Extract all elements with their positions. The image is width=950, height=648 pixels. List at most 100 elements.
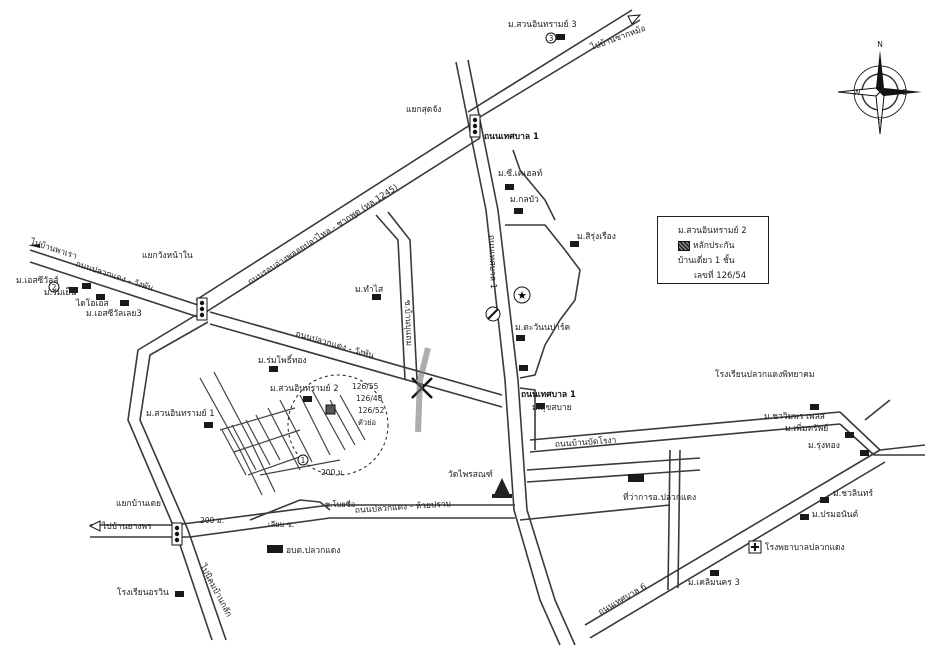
place-label: ม.สุขสบาย [532, 403, 572, 413]
road-label-huaiprap: ถนนปลวกแดง - ห้วยปราบ [354, 498, 451, 516]
plot-number-1: 126/55 [352, 382, 379, 391]
distance-label-1: 200 ม. [200, 516, 224, 525]
legend-house-type: บ้านเดี่ยว 1 ชั้น [678, 256, 735, 266]
road-soi-boisue [249, 499, 331, 521]
road-wangphan-east-south [209, 323, 503, 408]
road-east-branch-a [839, 411, 926, 451]
svg-text:2: 2 [52, 283, 57, 292]
road-bubuthaem-right [387, 211, 418, 381]
police-icon: ★ [513, 286, 531, 304]
marker-1: 1 [297, 454, 309, 466]
place-label: ม.ชวลินทร์ [833, 488, 873, 499]
collateral-swatch-icon [678, 240, 690, 251]
place-label: ม.สิรุ่งเรือง [577, 231, 616, 242]
place-label: อบต.ปลวกแดง [286, 546, 340, 556]
road-huaiprap-north [90, 504, 515, 526]
place-label: วัดไพรสณฑ์ [448, 469, 493, 480]
traffic-light-icon [469, 114, 481, 138]
legend-box: ม.สวนอินทรามย์ 2 หลักประกัน บ้านเดี่ยว 1… [657, 216, 769, 284]
place-label: ม.รุ่งทอง [808, 441, 840, 451]
road-west-ns-left [127, 314, 213, 641]
road-huaiprap-south [90, 517, 515, 538]
compass-rose-icon: N S E W [837, 40, 922, 135]
road-batroga-north [529, 411, 841, 441]
traffic-light-icon [196, 297, 208, 321]
road-to-chak-mo-north [467, 9, 633, 113]
road-thesaban6-north [584, 449, 881, 626]
arrow-icon [88, 520, 101, 532]
road-wangphan-east-north [209, 311, 503, 396]
plot-number-2: 126/48 [356, 394, 383, 403]
hospital-icon [748, 540, 762, 554]
arrow-icon [627, 14, 642, 25]
place-label: โรงเรียนอรวิน [117, 587, 169, 598]
road-label-batroga: ถนนบ้านบัดโรงา [554, 435, 616, 450]
place-label: ม.สวนอินทรามย์ 1 [146, 408, 215, 419]
road-east-spur [864, 399, 891, 421]
temple-icon [492, 478, 512, 498]
road-west-ns-right [139, 321, 227, 641]
place-label: ม.ตะวันนปาร์ค [515, 322, 570, 333]
marker-3: 3 [545, 32, 557, 44]
road-thesaban6-south [589, 461, 886, 639]
road-label-thesaban1-top: ถนนเทศบาล 1 [484, 132, 539, 142]
place-label: ที่ว่าการอ.ปลวกแดง [623, 491, 696, 503]
road-thesaban1-lower [519, 387, 536, 450]
radius-circle [287, 374, 389, 476]
road-1245-south [205, 137, 481, 313]
svg-text:1: 1 [301, 456, 306, 465]
place-labels: ม.สวนอินทรามย์ 3 ม.ซี.เคเฮลท์ ม.กลบัว ม.… [16, 19, 873, 598]
road-bubuthaem-left [375, 214, 406, 381]
plot-number-3: 126/52 [358, 406, 385, 415]
subject-plot-marker [325, 404, 336, 415]
gas-station-icon [485, 306, 501, 322]
direction-label-chakmo: ไปบ้านชากหม้อ [588, 23, 647, 53]
road-vertical-east [667, 449, 671, 591]
road-label-thesaban6: ถนนเทศบาล 6 [597, 582, 649, 618]
svg-text:E: E [903, 88, 908, 97]
place-label: โรงพยาบาลปลวกแดง [765, 542, 845, 553]
svg-text:★: ★ [517, 289, 527, 302]
road-network [29, 9, 926, 646]
place-label: ม.ร่มเย็น [44, 286, 76, 298]
junction-label-2: แยกวังหน้าใน [142, 250, 193, 261]
road-loop-east [505, 224, 581, 379]
road-cross-3 [519, 504, 671, 521]
direction-label-yangphon: ไปบ้านยางพร [101, 521, 152, 532]
place-label: ม.เคลิมนคร 3 [688, 578, 740, 588]
place-label: ม.กลบัว [510, 195, 539, 205]
road-label-soi: เลียบ ซ. [268, 520, 294, 529]
svg-text:N: N [877, 40, 883, 49]
road-thesaban-1-east-edge [467, 59, 576, 646]
place-label: ม.เอสซีวัลเลย3 [86, 308, 142, 319]
road-wangphan-west-north [29, 249, 199, 306]
place-label: ไดโอเอส [75, 298, 109, 309]
place-label: ม.ร่มโพธิ์ทอง [258, 354, 307, 366]
place-label: ม.ทำไส [355, 284, 384, 295]
place-label: ม.เพิ่มทรัพย์ [785, 422, 828, 434]
road-thesaban-1-west-edge [455, 61, 561, 646]
road-cross-1 [526, 457, 701, 471]
distance-label-2: 200 ม. [321, 468, 345, 477]
legend-item-label: หลักประกัน [693, 241, 735, 251]
place-label: ม.ชาวิมพร เพลส [764, 412, 826, 422]
road-loop-inner [512, 149, 556, 221]
place-label: ม.ปรมอนันต์ [812, 509, 858, 520]
road-label-thesaban1-mid: ถนนเทศบาล 1 [486, 235, 498, 289]
place-label: ม.สวนอินทรามย์ 3 [508, 19, 577, 30]
road-label-bubuthaem: ซ.บ้านบุแถม [402, 300, 415, 346]
road-label-1245: ถนนรอบอ่างพลอยปลาไหล - ชากพุด (ทล.1245) [246, 182, 400, 288]
place-label: ม.สวนอินทรามย์ 2 [270, 383, 339, 394]
road-cross-2 [526, 469, 701, 483]
road-1245-north [195, 124, 471, 301]
arrow-icon [28, 244, 40, 248]
road-to-chak-mo-south [474, 19, 641, 121]
place-label: โรงเรียนปลวกแดงพิทยาคม [715, 369, 814, 380]
svg-text:S: S [878, 116, 883, 125]
junction-label-3: แยกบ้านเตย [116, 498, 161, 509]
place-label: ม.ซี.เคเฮลท์ [498, 168, 543, 179]
road-wangphan-west-south [29, 261, 199, 318]
marker-2: 2 [48, 281, 60, 293]
plot-number-4: ตัวย่อ [358, 418, 376, 427]
